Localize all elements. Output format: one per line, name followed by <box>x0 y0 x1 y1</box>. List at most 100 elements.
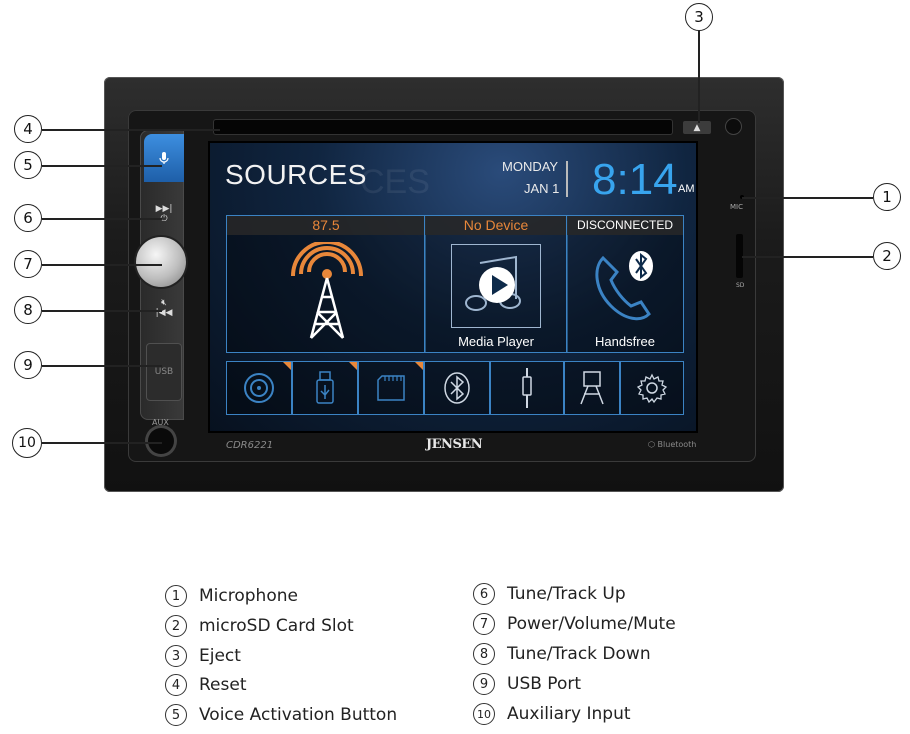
bluetooth-icon <box>444 372 470 404</box>
bluetooth-badge: ⬡ Bluetooth <box>648 440 697 449</box>
eject-button[interactable]: ▲ <box>683 121 711 134</box>
legend-num-4: 4 <box>165 674 187 696</box>
mic-label: MIC <box>730 203 743 211</box>
settings-gear-icon <box>636 373 668 404</box>
legend-item-2: 2 microSD Card Slot <box>165 615 354 637</box>
legend-label-5: Voice Activation Button <box>199 705 398 725</box>
tile-handsfree[interactable]: DISCONNECTED Handsfree <box>566 215 684 353</box>
model-number: CDR6221 <box>226 440 274 451</box>
tune-up-button[interactable]: ▶▶| ⏻ <box>144 204 184 224</box>
legend-num-5: 5 <box>165 704 187 726</box>
legend-label-3: Eject <box>199 646 241 666</box>
source-camera-button[interactable] <box>564 361 620 415</box>
callout-2: 2 <box>873 242 901 270</box>
leader-7 <box>42 264 162 266</box>
leader-9 <box>42 365 162 367</box>
aux-plug-icon <box>522 368 532 408</box>
camera-icon <box>580 371 604 405</box>
source-usb-button[interactable] <box>292 361 358 415</box>
legend-num-10: 10 <box>473 703 495 725</box>
next-track-icon: ▶▶| <box>155 204 173 214</box>
usb-port-label: USB <box>154 367 174 377</box>
legend-item-3: 3 Eject <box>165 645 241 667</box>
usb-icon <box>316 371 334 404</box>
clock-divider <box>566 161 568 197</box>
tile-media-footer: Media Player <box>458 334 534 349</box>
legend-item-6: 6 Tune/Track Up <box>473 583 626 605</box>
microphone-icon <box>159 152 169 164</box>
microsd-slot[interactable] <box>736 234 743 278</box>
leader-8 <box>42 310 162 312</box>
radio-tower-icon <box>291 242 363 339</box>
callout-6: 6 <box>14 204 42 232</box>
legend-num-1: 1 <box>165 585 187 607</box>
source-disc-button[interactable] <box>226 361 292 415</box>
legend-label-1: Microphone <box>199 586 298 606</box>
tile-radio[interactable]: 87.5 <box>226 215 426 353</box>
voice-activation-button[interactable] <box>144 134 184 182</box>
disc-icon <box>244 373 274 403</box>
disc-slot <box>214 120 672 134</box>
mute-icon: 🔇︎ <box>161 298 167 308</box>
legend-num-6: 6 <box>473 583 495 605</box>
tile-handsfree-footer: Handsfree <box>595 334 655 349</box>
clock-day: MONDAY <box>502 159 559 174</box>
callout-3: 3 <box>685 3 713 31</box>
tune-down-button[interactable]: 🔇︎ |◀◀ <box>144 298 184 318</box>
bluetooth-badge-label: Bluetooth <box>657 440 697 449</box>
leader-2 <box>742 256 873 258</box>
sd-label: SD <box>736 282 745 289</box>
touchscreen[interactable]: CES SOURCES MONDAY JAN 1 8:14 AM 87.5 No… <box>210 143 696 431</box>
aux-label: AUX <box>152 418 169 427</box>
source-sd-button[interactable] <box>358 361 424 415</box>
legend-item-5: 5 Voice Activation Button <box>165 704 397 726</box>
usb-port[interactable]: USB <box>146 343 182 401</box>
callout-9: 9 <box>14 351 42 379</box>
tile-media-header: No Device <box>425 216 567 235</box>
legend-num-9: 9 <box>473 673 495 695</box>
leader-5 <box>42 165 162 167</box>
clock-time: 8:14 <box>592 155 678 204</box>
media-player-icon <box>451 244 541 328</box>
callout-5: 5 <box>14 151 42 179</box>
leader-10 <box>42 442 162 444</box>
tile-media-player[interactable]: No Device Media Player <box>424 215 568 353</box>
power-volume-knob[interactable] <box>136 237 186 287</box>
legend-item-4: 4 Reset <box>165 674 247 696</box>
aux-input-jack[interactable] <box>148 428 174 454</box>
reset-button[interactable] <box>726 119 741 134</box>
legend-item-1: 1 Microphone <box>165 585 298 607</box>
legend-item-10: 10 Auxiliary Input <box>473 703 631 725</box>
callout-10: 10 <box>12 428 42 458</box>
callout-1: 1 <box>873 183 901 211</box>
legend-num-2: 2 <box>165 615 187 637</box>
legend-item-8: 8 Tune/Track Down <box>473 643 651 665</box>
power-icon: ⏻ <box>160 214 168 224</box>
handsfree-phone-icon <box>595 251 653 321</box>
brand-logo: JENSEN <box>426 437 483 452</box>
legend-label-7: Power/Volume/Mute <box>507 614 676 634</box>
clock-ampm: AM <box>678 183 695 195</box>
legend-label-10: Auxiliary Input <box>507 704 631 724</box>
leader-4 <box>42 129 220 131</box>
legend-item-7: 7 Power/Volume/Mute <box>473 613 676 635</box>
source-bluetooth-button[interactable] <box>424 361 490 415</box>
legend-label-2: microSD Card Slot <box>199 616 354 636</box>
leader-1 <box>742 197 873 199</box>
screen-title-ghost: CES <box>360 163 430 201</box>
clock-date: JAN 1 <box>524 181 560 196</box>
leader-6 <box>42 218 162 220</box>
screen-title: SOURCES <box>225 159 367 190</box>
legend-label-8: Tune/Track Down <box>507 644 651 664</box>
source-aux-button[interactable] <box>490 361 564 415</box>
settings-button[interactable] <box>620 361 684 415</box>
callout-4: 4 <box>14 115 42 143</box>
legend-label-4: Reset <box>199 675 247 695</box>
legend-num-8: 8 <box>473 643 495 665</box>
sd-card-icon <box>377 375 405 401</box>
tile-radio-header: 87.5 <box>227 216 425 235</box>
legend-label-9: USB Port <box>507 674 582 694</box>
previous-track-icon: |◀◀ <box>155 308 173 318</box>
legend-label-6: Tune/Track Up <box>507 584 626 604</box>
eject-icon: ▲ <box>693 122 701 133</box>
